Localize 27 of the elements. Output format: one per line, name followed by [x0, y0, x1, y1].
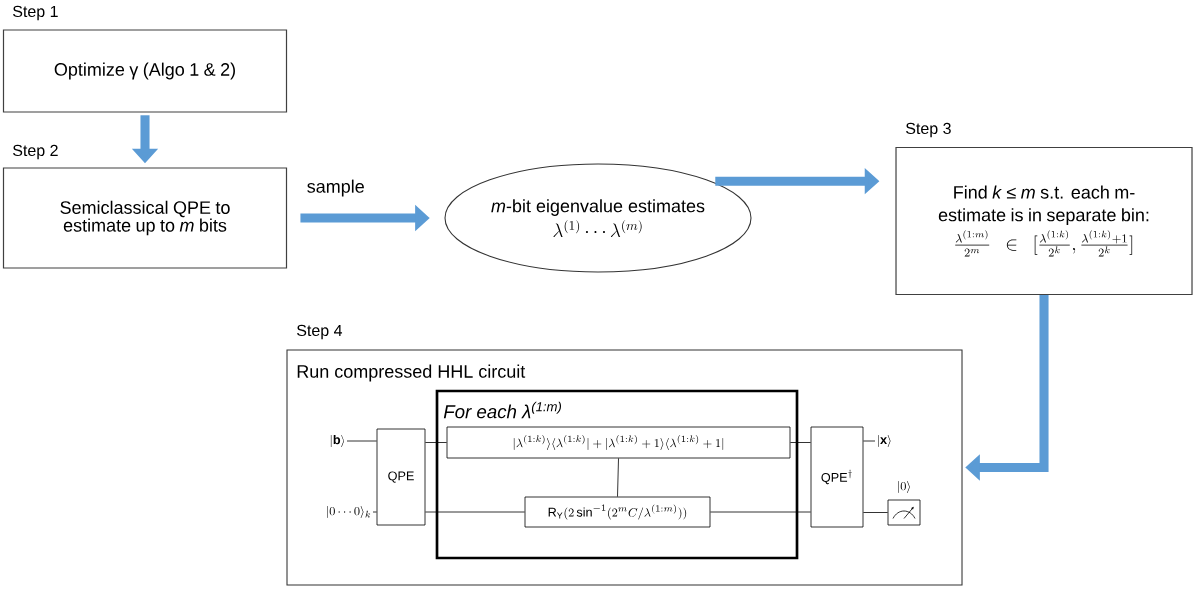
step-heading: Step 1 — [13, 5, 58, 21]
process-box: Find k ≤ m s.t. each m-estimate is in separate bin: $\frac{\lambda^{(1:m)}}{2^m}\in[\frac{\lambda^{(1:k)}}{2^k},\frac{\lambda^{(1:k)}+1}{2^k}]$ — [895, 146, 1193, 296]
gate-box: $\mathrm{QPE}^{\dagger}$ — [810, 426, 864, 528]
wire — [425, 511, 525, 513]
wire — [790, 442, 811, 443]
qubit-label: $|\mathbf{b}\rangle$ — [330, 434, 345, 448]
process-box: Semiclassical QPE to estimate up to m bits — [2, 167, 288, 269]
step-heading: Step 4 — [297, 324, 343, 340]
gate-box: $\mathrm{QPE}$ — [376, 428, 426, 526]
measurement-box — [887, 499, 921, 526]
wire — [863, 512, 888, 513]
wire — [710, 511, 811, 513]
gate-box: $|\lambda^{(1:k)}\rangle\langle\lambda^{(1:k)}|+|\lambda^{(1:k)}+1\rangle\langle\lambda^{(1:k)}+1|$ — [446, 426, 791, 459]
wire — [372, 511, 377, 513]
wire — [425, 442, 447, 443]
process-box: Optimize γ (Algo 1 & 2) — [2, 29, 288, 113]
edge-label: sample — [307, 179, 364, 197]
state-label: $|0\rangle$ — [898, 481, 910, 493]
panel-title: Run compressed HHL circuit — [297, 364, 526, 382]
control-line — [617, 458, 619, 497]
qubit-label: $|0\cdots0\rangle_k$ — [327, 506, 371, 518]
step-heading: Step 3 — [906, 122, 951, 138]
wire — [863, 440, 876, 442]
wire — [346, 440, 377, 442]
gate-box: $\mathrm{R}_{\mathrm{Y}}(2\sin^{-1}(2^mC/\lambda^{(1:m)}))$ — [524, 496, 711, 528]
qubit-label: $|\mathbf{x}\rangle$ — [878, 435, 891, 447]
step-heading: Step 2 — [13, 144, 58, 160]
